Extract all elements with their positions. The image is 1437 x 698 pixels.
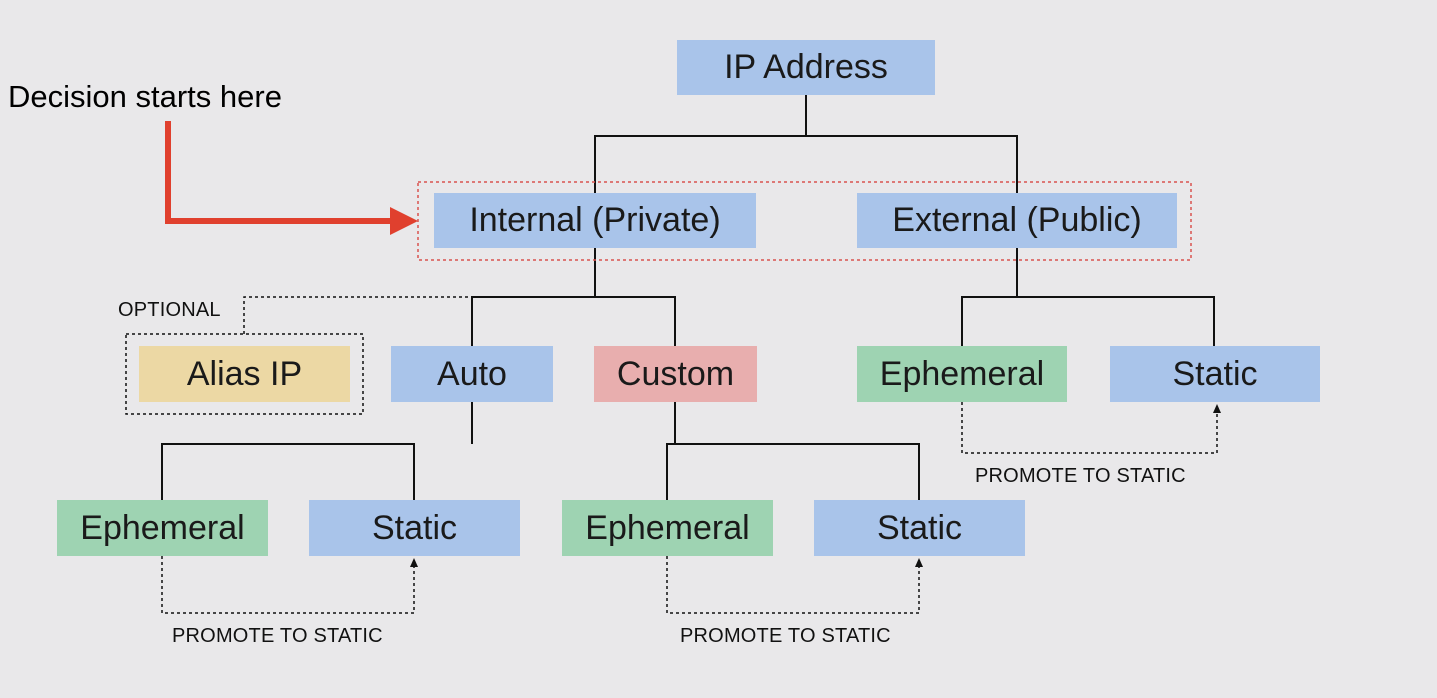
- node-custom: Custom: [594, 346, 757, 402]
- node-external-static: Static: [1110, 346, 1320, 402]
- node-custom-static: Static: [814, 500, 1025, 556]
- arrowhead-up-icon: [915, 558, 923, 567]
- arrowhead-up-icon: [410, 558, 418, 567]
- optional-label: OPTIONAL: [118, 299, 221, 321]
- promote-label-external: PROMOTE TO STATIC: [975, 465, 1186, 487]
- decision-arrow: [165, 121, 392, 224]
- node-auto-ephemeral: Ephemeral: [57, 500, 268, 556]
- promote-arrow-auto: [161, 556, 415, 614]
- tree-connectors: [161, 95, 1215, 500]
- node-custom-ephemeral: Ephemeral: [562, 500, 773, 556]
- optional-dashed-box: [125, 333, 364, 415]
- node-ip-address: IP Address: [677, 40, 935, 95]
- node-auto: Auto: [391, 346, 553, 402]
- decision-arrowhead-icon: [390, 207, 418, 235]
- node-external-ephemeral: Ephemeral: [857, 346, 1067, 402]
- promote-arrowheads: [410, 404, 1221, 567]
- node-internal-private: Internal (Private): [434, 193, 756, 248]
- node-alias-ip: Alias IP: [139, 346, 350, 402]
- promote-arrow-external: [961, 402, 1218, 454]
- node-auto-static: Static: [309, 500, 520, 556]
- decision-annotation: Decision starts here: [8, 79, 282, 114]
- promote-label-auto: PROMOTE TO STATIC: [172, 625, 383, 647]
- arrowhead-up-icon: [1213, 404, 1221, 413]
- promote-arrows: [161, 402, 1218, 614]
- promote-label-custom: PROMOTE TO STATIC: [680, 625, 891, 647]
- optional-connector: [243, 296, 470, 334]
- node-external-public: External (Public): [857, 193, 1177, 248]
- promote-arrow-custom: [666, 556, 920, 614]
